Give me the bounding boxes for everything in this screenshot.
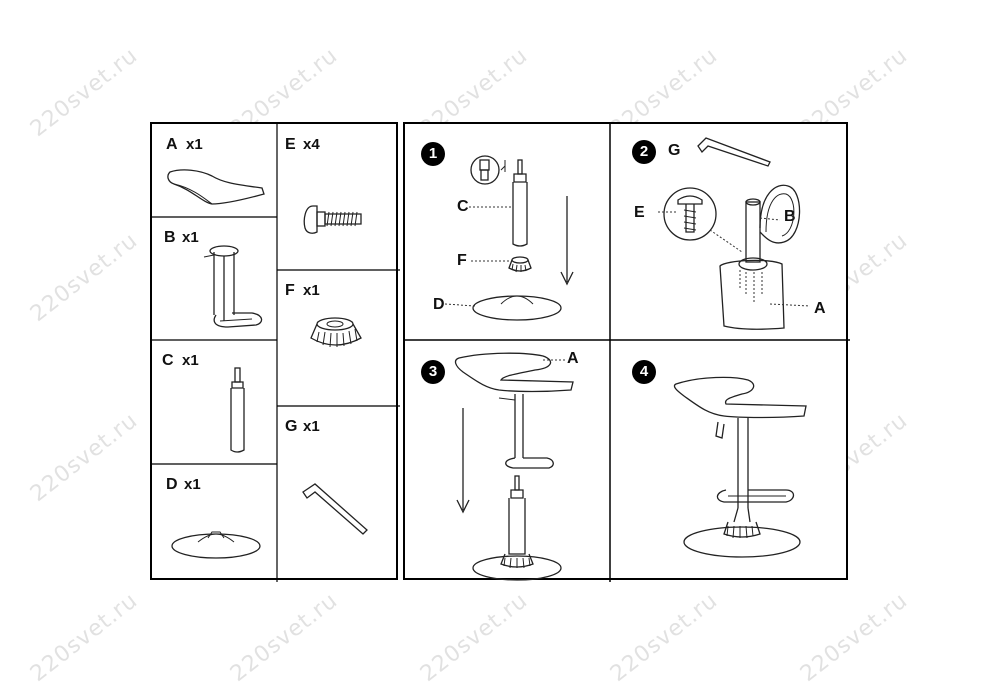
part-a-letter: A: [166, 136, 178, 153]
step-1-drawing: [444, 155, 574, 321]
part-c-cell: C x1: [152, 340, 277, 464]
watermark: 220svet.ru: [415, 588, 533, 687]
part-g-cell: G x1: [277, 406, 400, 582]
part-f-cell: F x1: [277, 270, 400, 406]
hex-key-drawing: [302, 483, 368, 535]
part-d-letter: D: [166, 476, 178, 493]
step-1-label-f: F: [457, 252, 467, 269]
step-3-drawing: [454, 352, 574, 581]
column-drawing: [203, 245, 263, 328]
part-b-cell: B x1: [152, 217, 277, 340]
watermark: 220svet.ru: [25, 408, 143, 507]
gas-lift-drawing: [230, 367, 245, 453]
watermark: 220svet.ru: [25, 228, 143, 327]
step-3-cell: 3 A: [405, 340, 610, 582]
step-2-label-a: A: [814, 300, 826, 317]
step-3-label-a: A: [567, 350, 579, 367]
seat-drawing: [167, 169, 265, 205]
step-1-number: 1: [421, 142, 445, 166]
step-4-drawing: [673, 376, 807, 558]
assembly-steps-panel: 1 C F D 2: [403, 122, 850, 582]
watermark: 220svet.ru: [605, 588, 723, 687]
part-f-qty: x1: [303, 282, 320, 299]
part-b-letter: B: [164, 229, 176, 246]
steps-grid-lines: [405, 124, 850, 582]
part-c-letter: C: [162, 352, 174, 369]
watermark: 220svet.ru: [25, 588, 143, 687]
part-e-letter: E: [285, 136, 296, 153]
part-d-cell: D x1: [152, 464, 277, 582]
step-2-label-g: G: [668, 142, 681, 159]
step-1-label-d: D: [433, 296, 445, 313]
watermark: 220svet.ru: [25, 43, 143, 142]
step-2-number: 2: [632, 140, 656, 164]
part-e-qty: x4: [303, 136, 320, 153]
part-e-cell: E x4: [277, 124, 400, 270]
parts-grid-lines: [152, 124, 400, 582]
step-3-number: 3: [421, 360, 445, 384]
part-g-letter: G: [285, 418, 298, 435]
cover-drawing: [310, 317, 362, 348]
part-g-qty: x1: [303, 418, 320, 435]
screw-drawing: [303, 205, 362, 234]
watermark: 220svet.ru: [225, 588, 343, 687]
base-plate-drawing: [171, 531, 261, 559]
step-2-label-e: E: [634, 204, 645, 221]
step-2-cell: 2 G E B A: [610, 124, 850, 340]
part-a-cell: A x1: [152, 124, 277, 217]
part-c-qty: x1: [182, 352, 199, 369]
step-1-cell: 1 C F D: [405, 124, 610, 340]
parts-list-panel: A x1 B x1 C x1 D x1: [150, 122, 400, 582]
step-4-number: 4: [632, 360, 656, 384]
part-a-qty: x1: [186, 136, 203, 153]
part-f-letter: F: [285, 282, 295, 299]
step-2-drawing: [658, 137, 811, 330]
step-4-cell: 4: [610, 340, 850, 582]
part-d-qty: x1: [184, 476, 201, 493]
step-2-label-b: B: [784, 208, 796, 225]
step-1-label-c: C: [457, 198, 469, 215]
watermark: 220svet.ru: [795, 588, 913, 687]
part-b-qty: x1: [182, 229, 199, 246]
